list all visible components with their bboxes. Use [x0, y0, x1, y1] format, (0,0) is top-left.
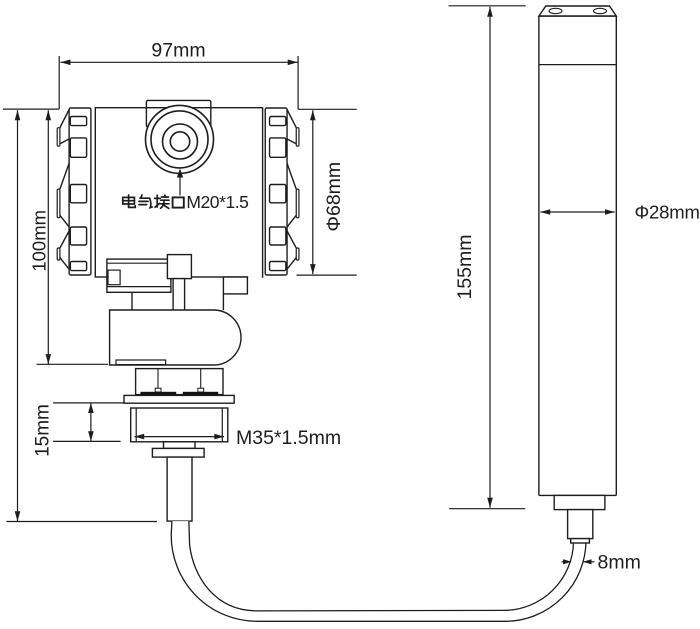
svg-text:15mm: 15mm	[33, 404, 54, 457]
svg-text:Φ28mm: Φ28mm	[635, 201, 700, 222]
svg-text:Φ68mm: Φ68mm	[323, 162, 345, 232]
svg-text:97mm: 97mm	[151, 40, 205, 62]
svg-text:155mm: 155mm	[454, 234, 476, 299]
svg-text:M20*1.5: M20*1.5	[186, 192, 248, 212]
svg-text:100mm: 100mm	[28, 210, 49, 272]
svg-text:M35*1.5mm: M35*1.5mm	[236, 427, 341, 449]
svg-text:8mm: 8mm	[598, 552, 641, 574]
